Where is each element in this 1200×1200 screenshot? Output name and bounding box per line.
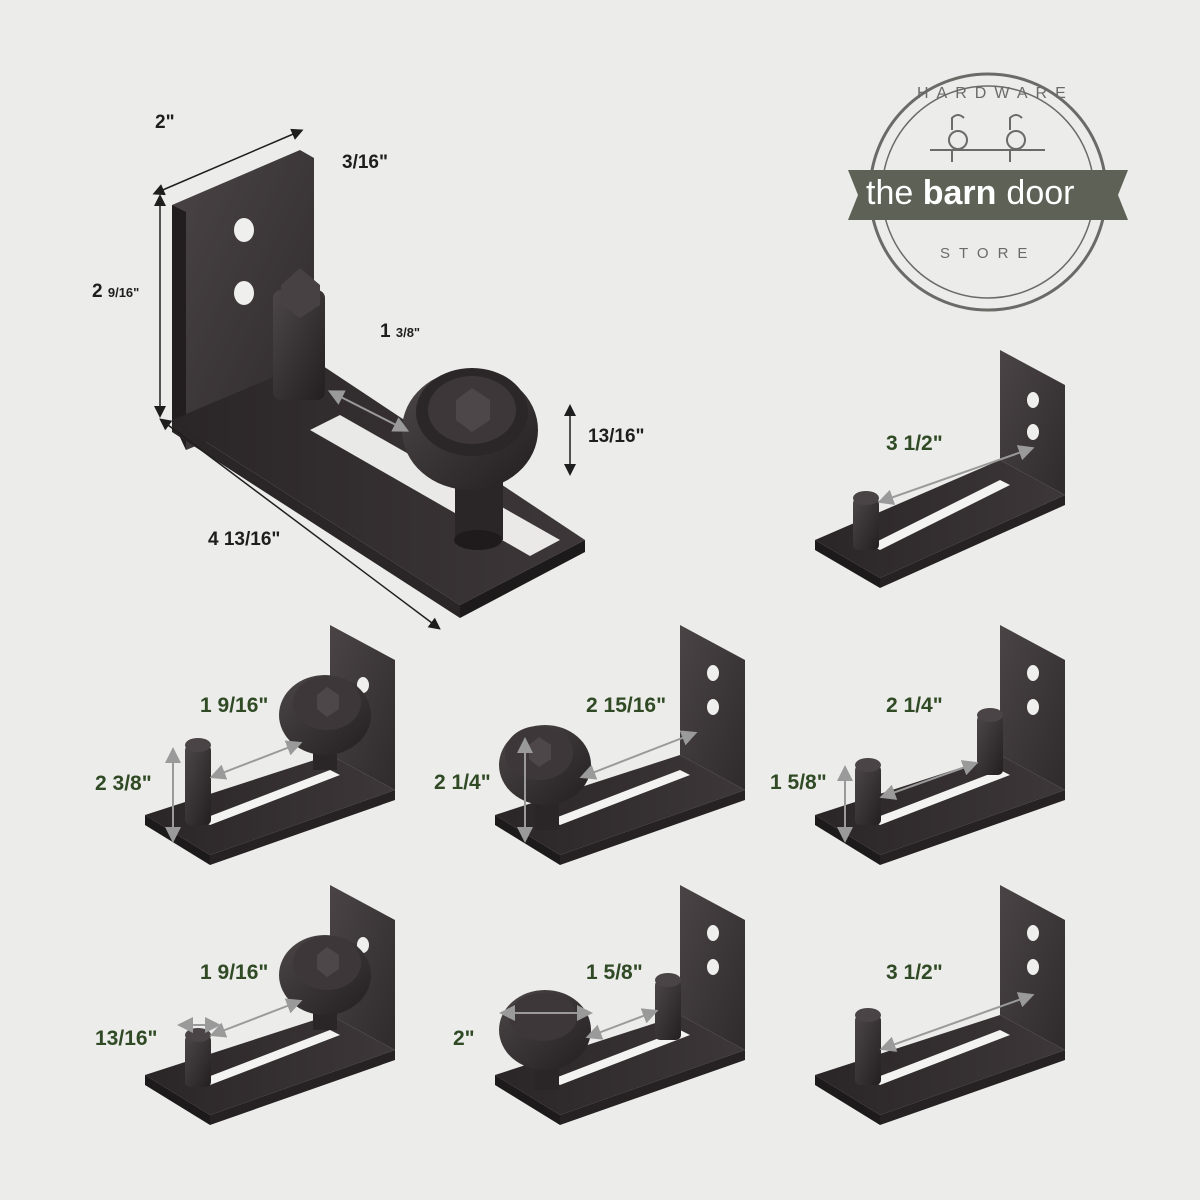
logo-banner-suffix: door: [1006, 174, 1075, 212]
main-roller-offset-whole: 1: [380, 321, 391, 342]
main-hole-top: [234, 218, 254, 242]
main-pin: [273, 290, 325, 400]
brand-logo: [848, 72, 1128, 312]
variant-6-offset-label: 1 5/8": [586, 961, 643, 984]
variant-3-height-label: 2 1/4": [434, 771, 491, 794]
variant-4-bracket: [815, 625, 1065, 865]
logo-roller-right-icon: [1006, 114, 1026, 162]
variant-6-roller-label: 2": [453, 1027, 475, 1050]
main-dimension-arrows: [152, 128, 576, 630]
variant-3-offset-label: 2 15/16": [586, 694, 667, 717]
variant-1-bracket: [815, 350, 1065, 588]
variant-5-pin-label: 13/16": [95, 1027, 158, 1050]
variant-2-offset-label: 1 9/16": [200, 694, 269, 717]
main-roller-height-label: 13/16": [588, 426, 645, 447]
variant-2-bracket: [145, 625, 395, 865]
variant-3-bracket: [495, 625, 745, 865]
logo-top-text: HARDWARE: [917, 85, 1074, 102]
variant-2-height-label: 2 3/8": [95, 772, 152, 795]
variant-6-bracket: [495, 885, 745, 1125]
variant-5-bracket: [145, 885, 395, 1125]
variant-4-offset-label: 2 1/4": [886, 694, 943, 717]
main-roller-offset-fraction: 3/8": [395, 325, 421, 340]
variant-1-length-label: 3 1/2": [886, 432, 943, 455]
logo-banner-bold: barn: [922, 174, 997, 212]
variant-4-height-label: 1 5/8": [770, 771, 827, 794]
main-height-fraction: 9/16": [107, 285, 140, 300]
main-height-whole: 2: [92, 281, 103, 302]
variant-5-offset-label: 1 9/16": [200, 961, 269, 984]
main-height-label: 2 9/16": [92, 282, 139, 301]
main-thickness-label: 3/16": [342, 152, 388, 173]
main-roller-offset-label: 1 3/8": [380, 322, 420, 341]
variant-7-length-label: 3 1/2": [886, 961, 943, 984]
logo-roller-left-icon: [948, 114, 968, 162]
main-hole-bottom: [234, 281, 254, 305]
main-length-label: 4 13/16": [208, 529, 281, 550]
main-width-label: 2": [155, 112, 175, 133]
logo-bottom-text: STORE: [940, 245, 1037, 262]
logo-banner-prefix: the: [866, 174, 914, 212]
logo-banner: [848, 170, 1128, 220]
variant-7-bracket: [815, 885, 1065, 1125]
